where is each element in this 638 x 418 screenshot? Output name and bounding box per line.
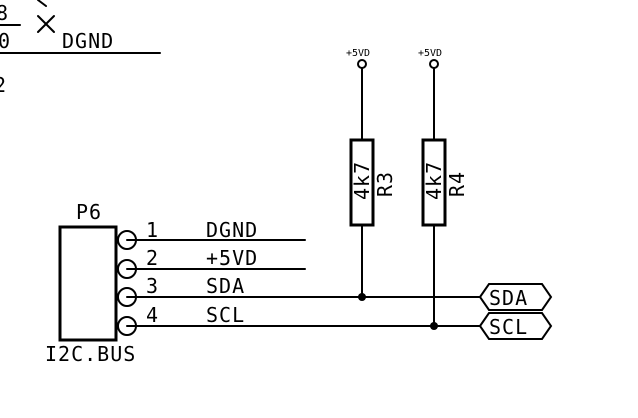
pin-net-label: +5VD: [206, 246, 258, 270]
power-port-icon: [357, 59, 367, 69]
partial-component: 8 0 DGND 2: [0, 0, 161, 97]
pin-net-label: SDA: [206, 274, 245, 298]
pin-net-label: SCL: [206, 303, 245, 327]
resistor-value: 4k7: [422, 161, 446, 200]
global-label-text: SCL: [489, 315, 528, 339]
resistor-value: 4k7: [350, 161, 374, 200]
resistor-ref: R4: [445, 171, 469, 197]
partial-pin-number-top: 8: [0, 1, 9, 25]
global-label-shape: [478, 312, 553, 340]
pin-net-label: DGND: [206, 218, 258, 242]
global-label-text: SDA: [489, 286, 528, 310]
connector-value: I2C.BUS: [45, 342, 136, 366]
connector-pin-2[interactable]: 2 +5VD: [117, 246, 306, 279]
pin-number: 2: [146, 246, 159, 270]
resistor-r4[interactable]: +5VD 4k7 R4: [418, 48, 469, 330]
partial-edge-glyph: 2: [0, 73, 7, 97]
connector-ref: P6: [76, 200, 102, 224]
partial-pin-number-bottom: 0: [0, 29, 11, 53]
power-label: +5VD: [418, 48, 442, 59]
connector-p6[interactable]: P6 I2C.BUS 1 DGND 2 +5VD 3 SDA 4: [45, 200, 481, 366]
partial-net-label-dgnd: DGND: [62, 29, 114, 53]
junction-dot-icon: [358, 293, 366, 301]
connector-pin-4[interactable]: 4 SCL: [117, 303, 481, 336]
connector-body: [58, 225, 118, 342]
power-port-icon: [429, 59, 439, 69]
pin-number: 4: [146, 303, 159, 327]
pin-number: 3: [146, 274, 159, 298]
no-connect-icon: [37, 0, 55, 33]
global-label-scl[interactable]: SCL: [478, 312, 553, 340]
connector-pin-3[interactable]: 3 SDA: [117, 274, 481, 307]
pin-number: 1: [146, 218, 159, 242]
resistor-ref: R3: [373, 171, 397, 197]
power-label: +5VD: [346, 48, 370, 59]
resistor-r3[interactable]: +5VD 4k7 R3: [346, 48, 397, 301]
connector-pin-1[interactable]: 1 DGND: [117, 218, 306, 250]
global-label-shape: [478, 283, 553, 311]
global-label-sda[interactable]: SDA: [478, 283, 553, 311]
junction-dot-icon: [430, 322, 438, 330]
